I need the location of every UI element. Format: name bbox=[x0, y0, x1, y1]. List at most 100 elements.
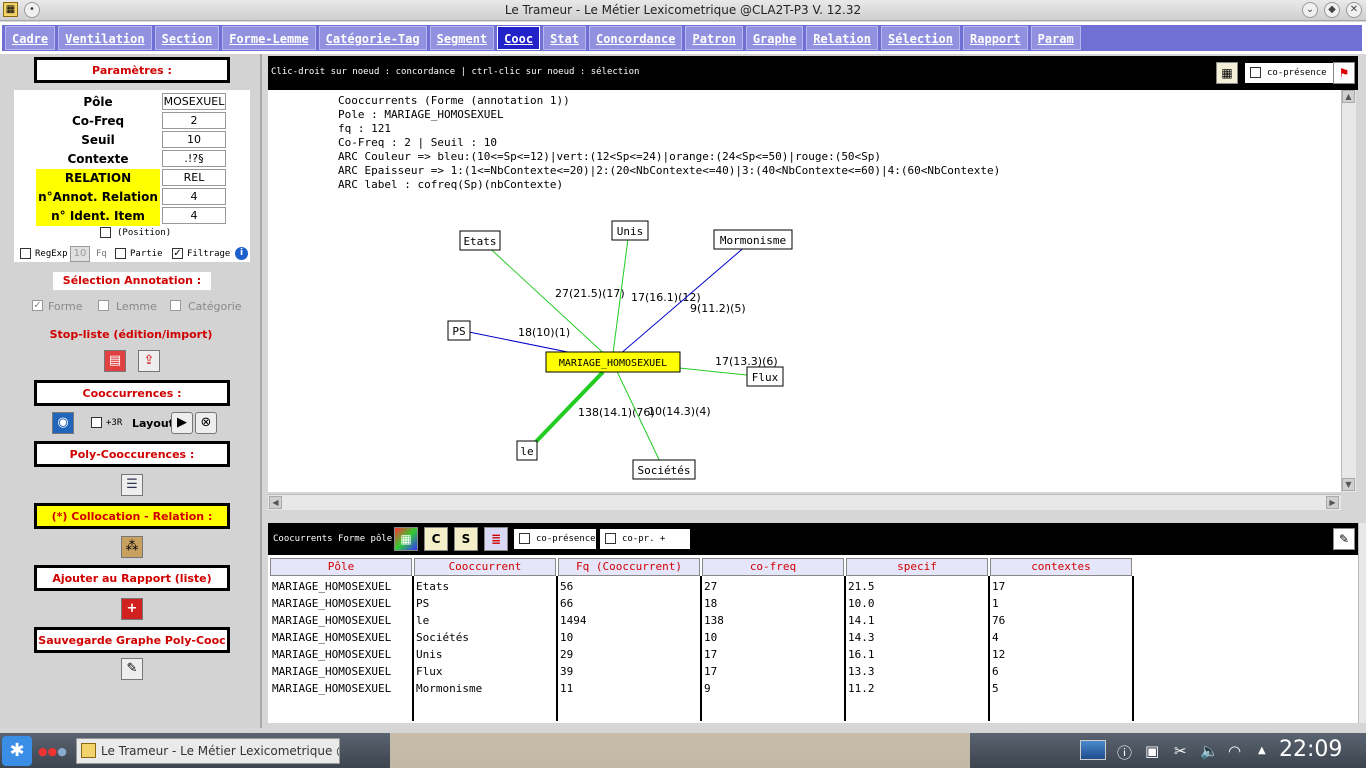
table-cell: 14.1 bbox=[848, 614, 875, 627]
scroll-right-arrow[interactable]: ▶ bbox=[1326, 496, 1339, 509]
tab-stat[interactable]: Stat bbox=[543, 26, 586, 50]
collocation-network-icon[interactable]: ⁂ bbox=[121, 536, 143, 558]
graph-export-icon[interactable]: ⚑ bbox=[1333, 62, 1355, 84]
column-header[interactable]: Fq (Cooccurrent) bbox=[558, 558, 700, 576]
cooc-run-icon[interactable]: ◉ bbox=[52, 412, 74, 434]
table-save-icon[interactable]: ✎ bbox=[1333, 528, 1355, 550]
column-header[interactable]: Cooccurrent bbox=[414, 558, 556, 576]
graph-node[interactable]: Mormonisme bbox=[713, 229, 793, 250]
param-value-input[interactable]: .!?§ bbox=[162, 150, 226, 167]
scroll-left-arrow[interactable]: ◀ bbox=[269, 496, 282, 509]
cooc-c-icon[interactable]: C bbox=[424, 527, 448, 551]
plus3r-checkbox[interactable] bbox=[91, 417, 102, 428]
filtrage-checkbox[interactable]: ✓ bbox=[172, 248, 183, 259]
param-value-input[interactable]: 2 bbox=[162, 112, 226, 129]
info-icon[interactable]: i bbox=[235, 247, 248, 260]
param-value-input[interactable]: 4 bbox=[162, 207, 226, 224]
add-to-report-icon[interactable]: + bbox=[121, 598, 143, 620]
table-vertical-scrollbar[interactable] bbox=[1358, 523, 1366, 723]
poly-cooc-icon[interactable]: ☰ bbox=[121, 474, 143, 496]
table-cell: MARIAGE_HOMOSEXUEL bbox=[272, 665, 392, 678]
copr-pole-toggle[interactable]: co-pr. + pôle bbox=[600, 529, 690, 564]
save-graph-icon[interactable]: ✎ bbox=[121, 658, 143, 680]
tab-segment[interactable]: Segment bbox=[429, 26, 495, 50]
param-value-input[interactable]: 4 bbox=[162, 188, 226, 205]
volume-icon[interactable]: 🔈 bbox=[1200, 742, 1219, 760]
categorie-checkbox[interactable] bbox=[170, 300, 181, 311]
fq-input[interactable]: 10 bbox=[70, 246, 90, 262]
graph-vertical-scrollbar[interactable]: ▲ ▼ bbox=[1341, 90, 1356, 492]
network-icon[interactable]: ◠ bbox=[1228, 742, 1242, 760]
tab-cat-gorie-tag[interactable]: Catégorie-Tag bbox=[318, 26, 427, 50]
partie-checkbox[interactable] bbox=[115, 248, 126, 259]
minimize-button[interactable]: ⌄ bbox=[1302, 2, 1318, 18]
column-header[interactable]: specif bbox=[846, 558, 988, 576]
maximize-button[interactable]: ◆ bbox=[1324, 2, 1340, 18]
graph-info-line: ARC Couleur => bleu:(10<=Sp<=12)|vert:(1… bbox=[338, 150, 882, 163]
graph-copresence-checkbox[interactable] bbox=[1250, 67, 1261, 78]
graph-horizontal-scrollbar[interactable]: ◀ ▶ bbox=[268, 494, 1341, 510]
tab-s-lection[interactable]: Sélection bbox=[880, 26, 961, 50]
tab-cadre[interactable]: Cadre bbox=[5, 26, 56, 50]
close-button[interactable]: ✕ bbox=[1346, 2, 1362, 18]
graph-node[interactable]: Flux bbox=[746, 366, 784, 387]
stoplist-edit-icon[interactable]: ▤ bbox=[104, 350, 126, 372]
column-header[interactable]: contextes bbox=[990, 558, 1132, 576]
lemme-checkbox[interactable] bbox=[98, 300, 109, 311]
tab-graphe[interactable]: Graphe bbox=[745, 26, 804, 50]
graph-node[interactable]: Unis bbox=[611, 220, 649, 241]
display-icon[interactable] bbox=[1080, 740, 1106, 760]
graph-node[interactable]: Sociétés bbox=[632, 459, 696, 480]
app-icon[interactable]: ▦ bbox=[3, 2, 18, 17]
tab-patron[interactable]: Patron bbox=[685, 26, 743, 50]
param-value-input[interactable]: REL bbox=[162, 169, 226, 186]
taskbar-window-item[interactable]: Le Trameur - Le Métier Lexicometrique @C… bbox=[76, 738, 340, 764]
column-header[interactable]: co-freq bbox=[702, 558, 844, 576]
graph-copresence-toggle[interactable]: co-présence bbox=[1245, 63, 1341, 83]
tab-forme-lemme[interactable]: Forme-Lemme bbox=[222, 26, 316, 50]
layout-stop-icon[interactable]: ⊗ bbox=[195, 412, 217, 434]
info-tray-icon[interactable]: ⓘ bbox=[1117, 744, 1133, 762]
tab-concordance[interactable]: Concordance bbox=[588, 26, 683, 50]
scroll-down-arrow[interactable]: ▼ bbox=[1342, 478, 1355, 491]
stoplist-import-icon[interactable]: ⇪ bbox=[138, 350, 160, 372]
tab-param[interactable]: Param bbox=[1030, 26, 1081, 50]
graph-node[interactable]: Etats bbox=[459, 230, 501, 251]
tab-cooc[interactable]: Cooc bbox=[497, 26, 541, 50]
param-value-input[interactable]: MOSEXUEL bbox=[162, 93, 226, 110]
tray-expand-icon[interactable]: ▲ bbox=[1258, 745, 1266, 756]
param-value-input[interactable]: 10 bbox=[162, 131, 226, 148]
start-menu-icon[interactable]: ✱ bbox=[2, 736, 32, 766]
grid-view-icon[interactable]: ▦ bbox=[1216, 62, 1238, 84]
graph-node[interactable]: PS bbox=[447, 320, 471, 341]
table-view-icon[interactable]: ≣ bbox=[484, 527, 508, 551]
cooc-s-icon[interactable]: S bbox=[454, 527, 478, 551]
tab-ventilation[interactable]: Ventilation bbox=[58, 26, 152, 50]
graph-center-node[interactable]: MARIAGE_HOMOSEXUEL bbox=[545, 351, 681, 373]
tab-relation[interactable]: Relation bbox=[806, 26, 878, 50]
position-checkbox[interactable] bbox=[100, 227, 111, 238]
table-copresence-toggle[interactable]: co-présence bbox=[514, 529, 596, 549]
column-header[interactable]: Pôle bbox=[270, 558, 412, 576]
color-matrix-icon[interactable]: ▦ bbox=[394, 527, 418, 551]
tab-section[interactable]: Section bbox=[154, 26, 220, 50]
tab-rapport[interactable]: Rapport bbox=[963, 26, 1028, 50]
scroll-up-arrow[interactable]: ▲ bbox=[1342, 90, 1355, 103]
table-copresence-checkbox[interactable] bbox=[519, 533, 530, 544]
clipboard-icon[interactable]: ✂ bbox=[1174, 742, 1187, 760]
regexp-checkbox[interactable] bbox=[20, 248, 31, 259]
graph-node[interactable]: le bbox=[516, 440, 538, 461]
activity-switcher-icon[interactable]: ●●● bbox=[38, 745, 67, 758]
forme-checkbox[interactable]: ✓ bbox=[32, 300, 43, 311]
copr-pole-checkbox[interactable] bbox=[605, 533, 616, 544]
window-menu-button[interactable]: • bbox=[24, 2, 40, 18]
layout-play-icon[interactable]: ▶ bbox=[171, 412, 193, 434]
notifications-icon[interactable]: ▣ bbox=[1145, 742, 1160, 760]
